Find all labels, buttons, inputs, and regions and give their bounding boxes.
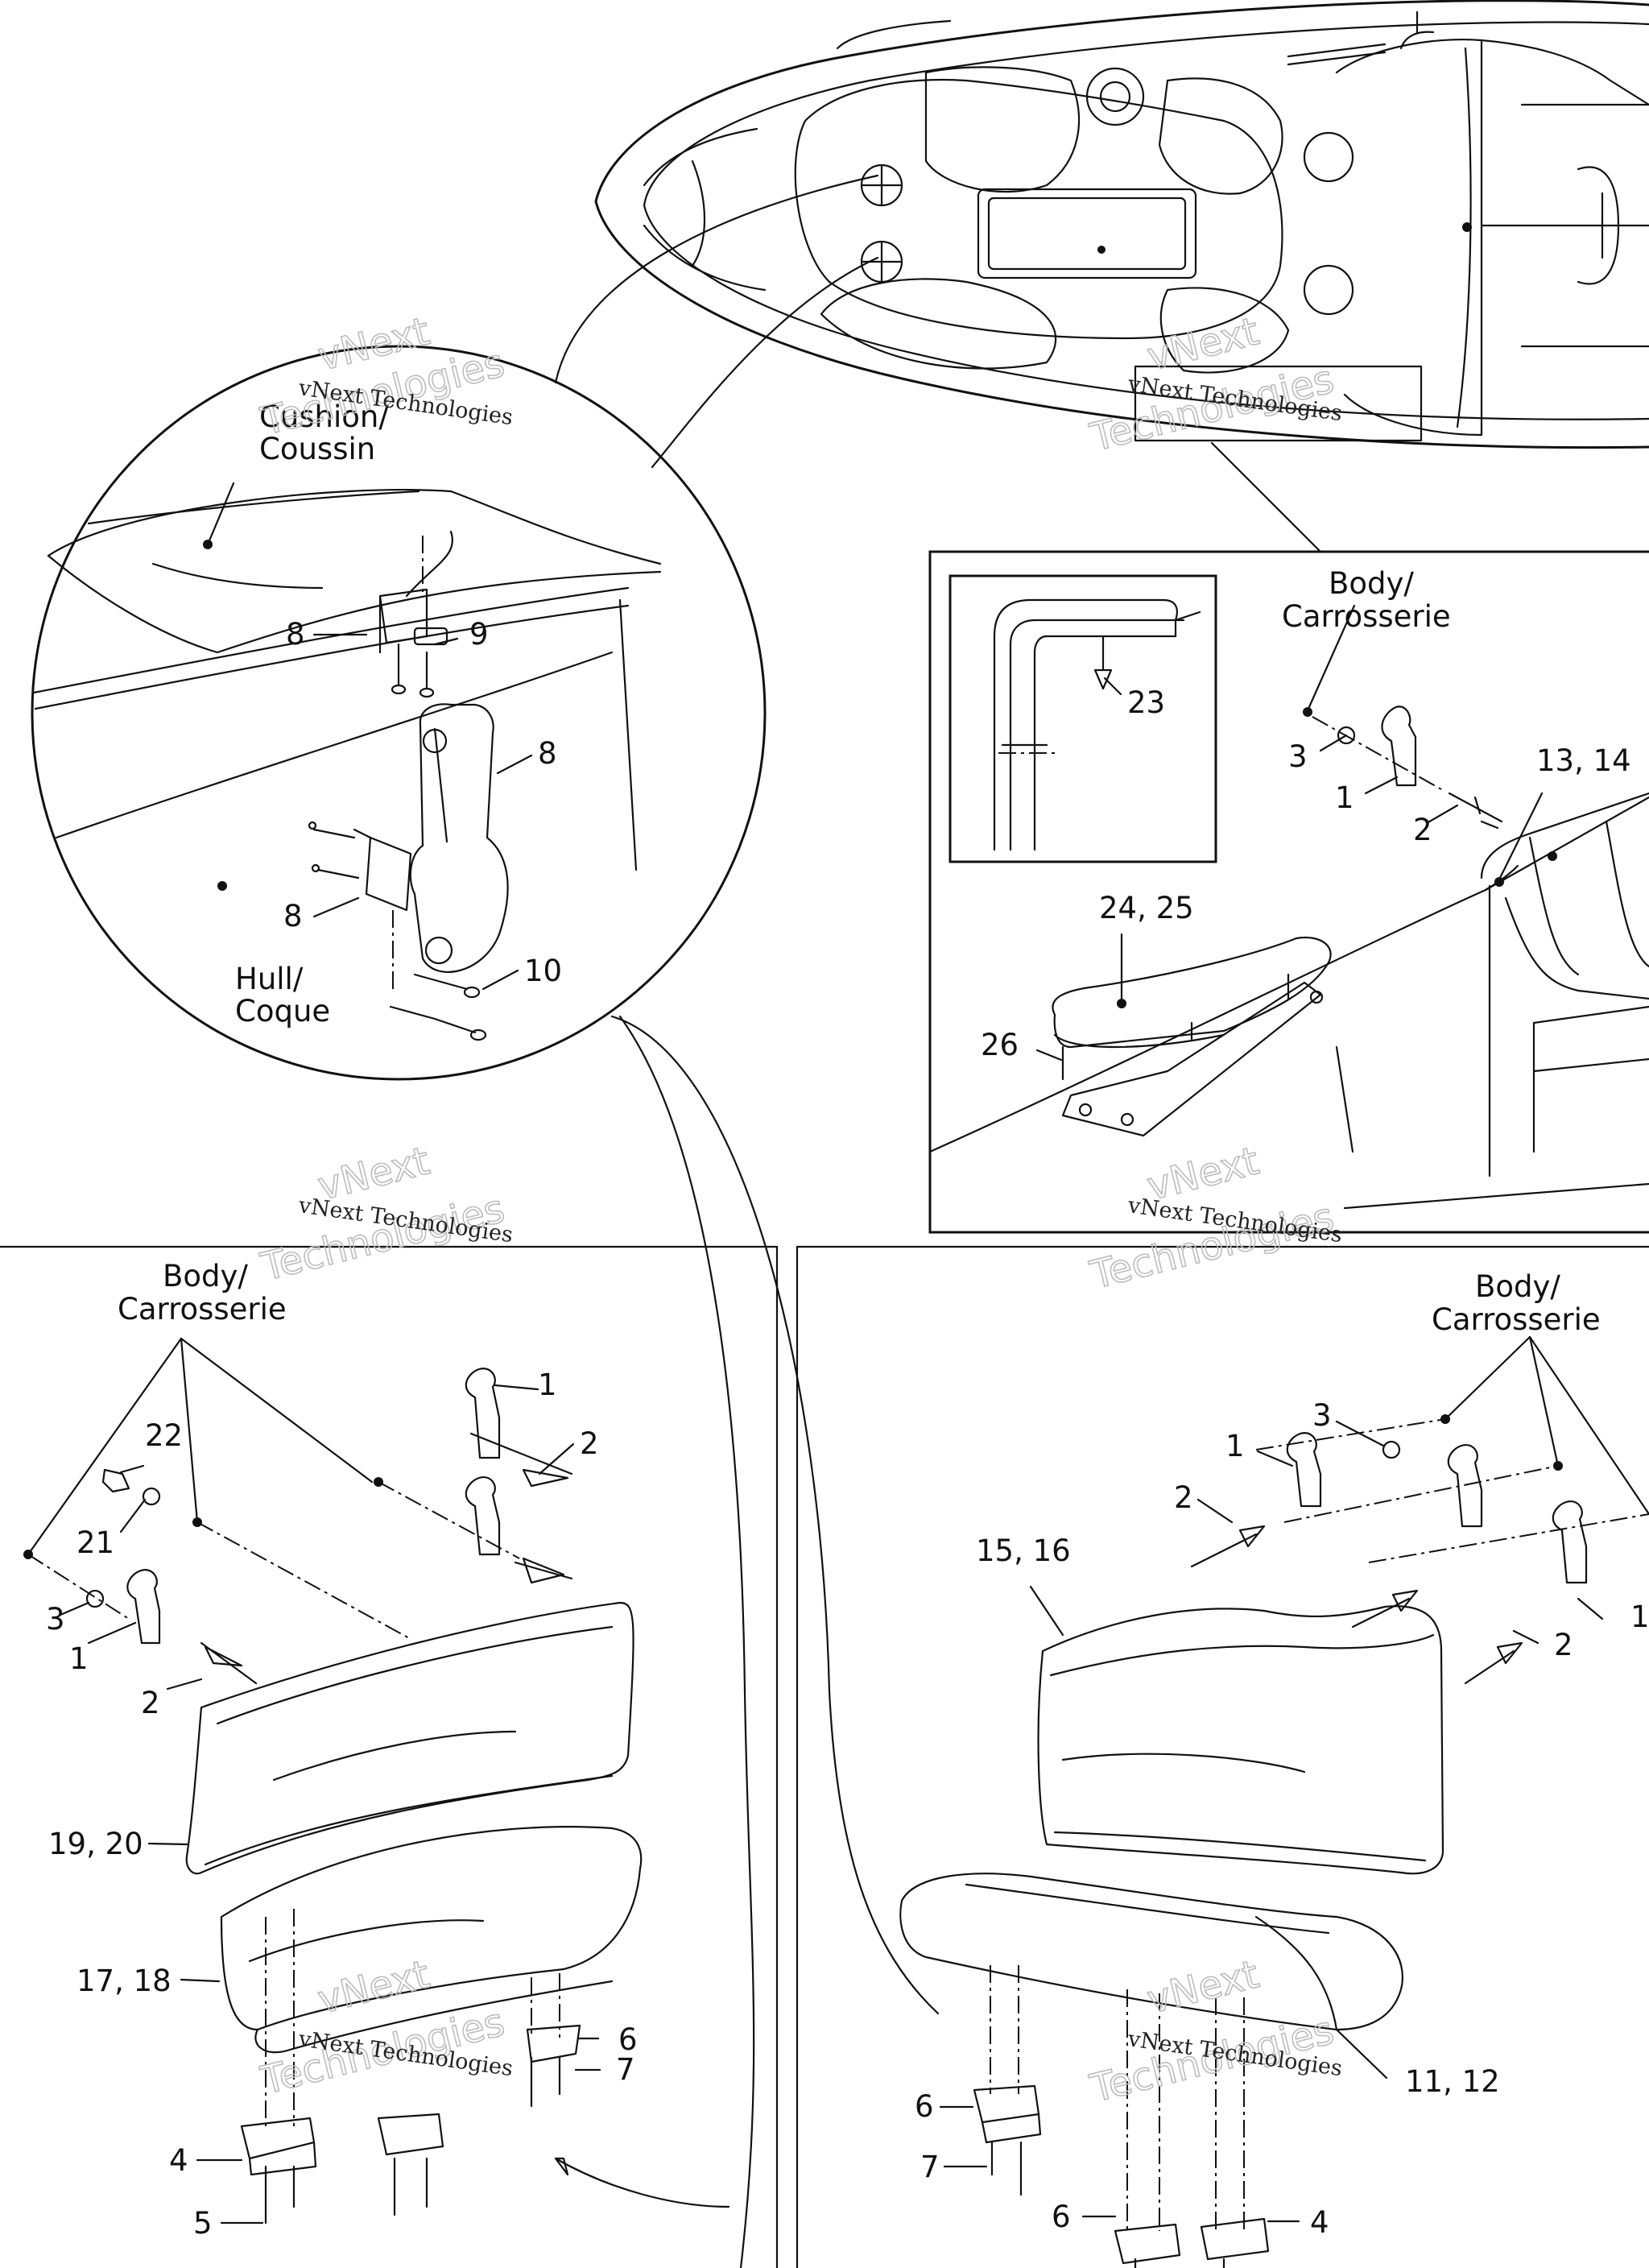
body-label-right-en: Body/	[1475, 1269, 1560, 1304]
svg-text:vNext: vNext	[1143, 1951, 1263, 2022]
callout-1-left-a: 1	[538, 1368, 557, 1402]
callout-3-right: 3	[1312, 1398, 1332, 1433]
callout-8-upper: 8	[286, 617, 305, 652]
leader-lines	[59, 482, 1604, 2225]
callout-13-14: 13, 14	[1536, 743, 1631, 778]
callout-6-left: 6	[618, 2022, 638, 2057]
cushion-label-en: Cushion/	[259, 399, 389, 434]
callout-17-18: 17, 18	[76, 1964, 172, 1998]
callout-1-right: 1	[1225, 1429, 1245, 1463]
callout-22: 22	[145, 1418, 183, 1453]
callout-15-16: 15, 16	[976, 1533, 1071, 1568]
callout-10: 10	[524, 954, 562, 988]
callout-7-right: 7	[920, 2150, 940, 2184]
callout-4-left: 4	[169, 2143, 188, 2178]
watermark-3: vNext Technologies vNext Technologies	[256, 1138, 515, 1291]
callout-1-right-b: 1	[1630, 1600, 1649, 1634]
armrest-detail-panel	[928, 441, 1649, 1234]
left-seat-assembly	[0, 1245, 779, 2268]
callout-6-right-b: 6	[1052, 2200, 1071, 2234]
boat-top-view	[594, 0, 1649, 449]
callout-2-right-b: 2	[1554, 1628, 1573, 1662]
callout-24-25: 24, 25	[1099, 891, 1194, 925]
body-label-top-en: Body/	[1329, 566, 1414, 601]
body-label-left-en: Body/	[163, 1259, 248, 1293]
body-label-top-fr: Carrosserie	[1282, 599, 1451, 634]
callout-2-armrest: 2	[1413, 813, 1432, 847]
callout-9: 9	[469, 617, 489, 652]
callout-8-lower: 8	[283, 899, 303, 933]
callout-labels: Cushion/ Coussin Hull/ Coque Body/ Carro…	[46, 399, 1649, 2241]
detail-magnifier-hull-cushion	[31, 174, 879, 1081]
cushion-label-fr: Coussin	[259, 432, 375, 466]
body-label-left-fr: Carrosserie	[118, 1292, 287, 1326]
callout-11-12: 11, 12	[1405, 2064, 1500, 2099]
callout-2-left-b: 2	[141, 1686, 160, 1720]
svg-text:vNext: vNext	[313, 1951, 434, 2022]
callout-23: 23	[1127, 685, 1165, 720]
watermark-5: vNext Technologies vNext Technologies	[256, 1951, 515, 2105]
callout-21: 21	[76, 1525, 114, 1560]
callout-3-armrest: 3	[1288, 739, 1308, 774]
hull-label-fr: Coque	[235, 994, 330, 1028]
hull-label-en: Hull/	[235, 962, 304, 996]
right-seat-assembly	[610, 1015, 1649, 2268]
callout-2-right-a: 2	[1174, 1480, 1193, 1515]
callout-19-20: 19, 20	[48, 1827, 143, 1861]
callout-3-left: 3	[46, 1602, 65, 1637]
body-label-right-fr: Carrosserie	[1432, 1302, 1601, 1337]
callout-6-right-a: 6	[915, 2089, 934, 2124]
callout-1-armrest: 1	[1335, 780, 1354, 815]
callout-1-left-b: 1	[69, 1641, 89, 1676]
callout-2-left-a: 2	[580, 1426, 599, 1461]
callout-7-left: 7	[616, 2052, 635, 2087]
watermark-6: vNext Technologies vNext Technologies	[1085, 1951, 1344, 2113]
callout-4-right: 4	[1310, 2205, 1329, 2240]
watermark-2: vNext Technologies vNext Technologies	[1085, 308, 1344, 461]
callout-26: 26	[981, 1028, 1019, 1062]
callout-8-latch: 8	[538, 736, 557, 771]
callout-5-left: 5	[193, 2206, 213, 2241]
